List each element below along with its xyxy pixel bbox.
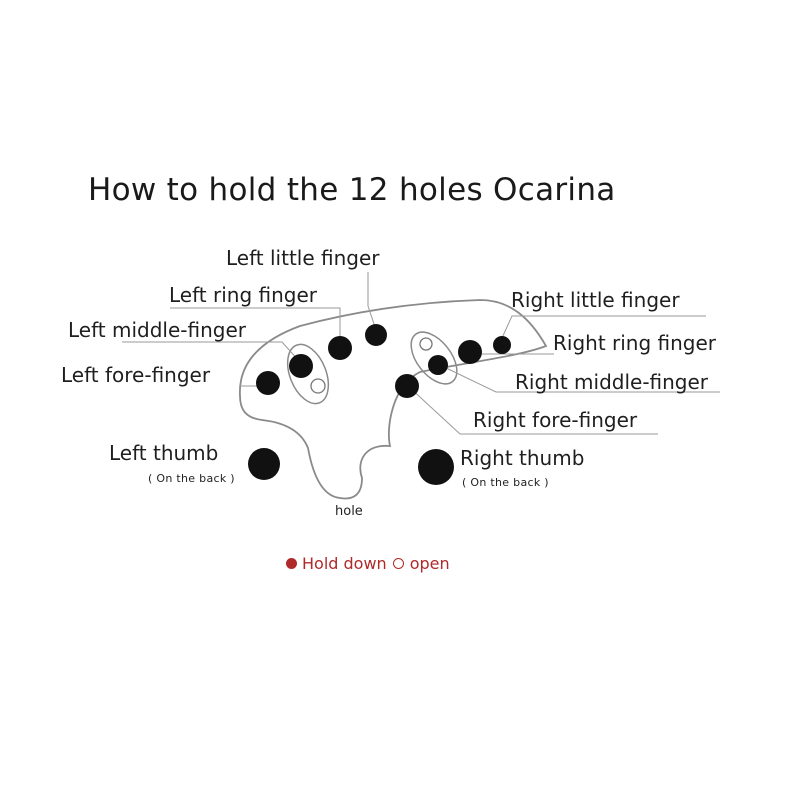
- label-right-thumb-note: ( On the back ): [462, 476, 549, 489]
- open-circle-icon: [392, 558, 404, 569]
- left-little-hole: [365, 324, 387, 346]
- label-left-little-finger: Left little finger: [226, 246, 380, 270]
- left-fore-hole: [256, 371, 280, 395]
- label-right-ring-finger: Right ring finger: [553, 331, 717, 355]
- right-fore-hole: [395, 374, 419, 398]
- label-right-middle-finger: Right middle-finger: [515, 370, 709, 394]
- left-middle-hole-group-outline: [286, 343, 330, 405]
- label-left-fore-finger: Left fore-finger: [61, 363, 211, 387]
- label-right-little-finger: Right little finger: [511, 288, 680, 312]
- right-thumb-hole: [418, 449, 454, 485]
- leader-right-fore: [407, 385, 658, 435]
- right-middle-sub-hole: [419, 337, 433, 351]
- legend-open: open: [409, 554, 450, 573]
- legend-hold-down: Hold down: [302, 554, 387, 573]
- label-left-thumb: Left thumb: [109, 441, 219, 465]
- label-right-thumb: Right thumb: [460, 446, 585, 470]
- right-ring-hole: [458, 340, 482, 364]
- page-title: How to hold the 12 holes Ocarina: [88, 172, 616, 208]
- label-right-fore-finger: Right fore-finger: [473, 408, 638, 432]
- label-hole: hole: [335, 504, 363, 519]
- label-left-middle-finger: Left middle-finger: [68, 318, 246, 342]
- leader-lines: [122, 272, 720, 435]
- left-middle-hole: [289, 354, 313, 378]
- right-middle-hole: [428, 355, 448, 375]
- filled-dot-icon: [286, 558, 297, 569]
- left-ring-hole: [328, 336, 352, 360]
- leader-left-little: [367, 272, 377, 331]
- label-left-ring-finger: Left ring finger: [169, 283, 317, 307]
- leader-left-middle: [122, 341, 301, 363]
- right-middle-hole-group-outline: [410, 331, 458, 385]
- left-middle-sub-hole: [310, 378, 326, 394]
- legend: Hold down open: [286, 554, 450, 573]
- right-little-hole: [493, 336, 511, 354]
- leader-right-middle: [441, 365, 720, 393]
- leader-right-little: [501, 315, 706, 339]
- leader-left-ring: [170, 307, 341, 340]
- label-left-thumb-note: ( On the back ): [148, 472, 235, 485]
- left-thumb-hole: [248, 448, 280, 480]
